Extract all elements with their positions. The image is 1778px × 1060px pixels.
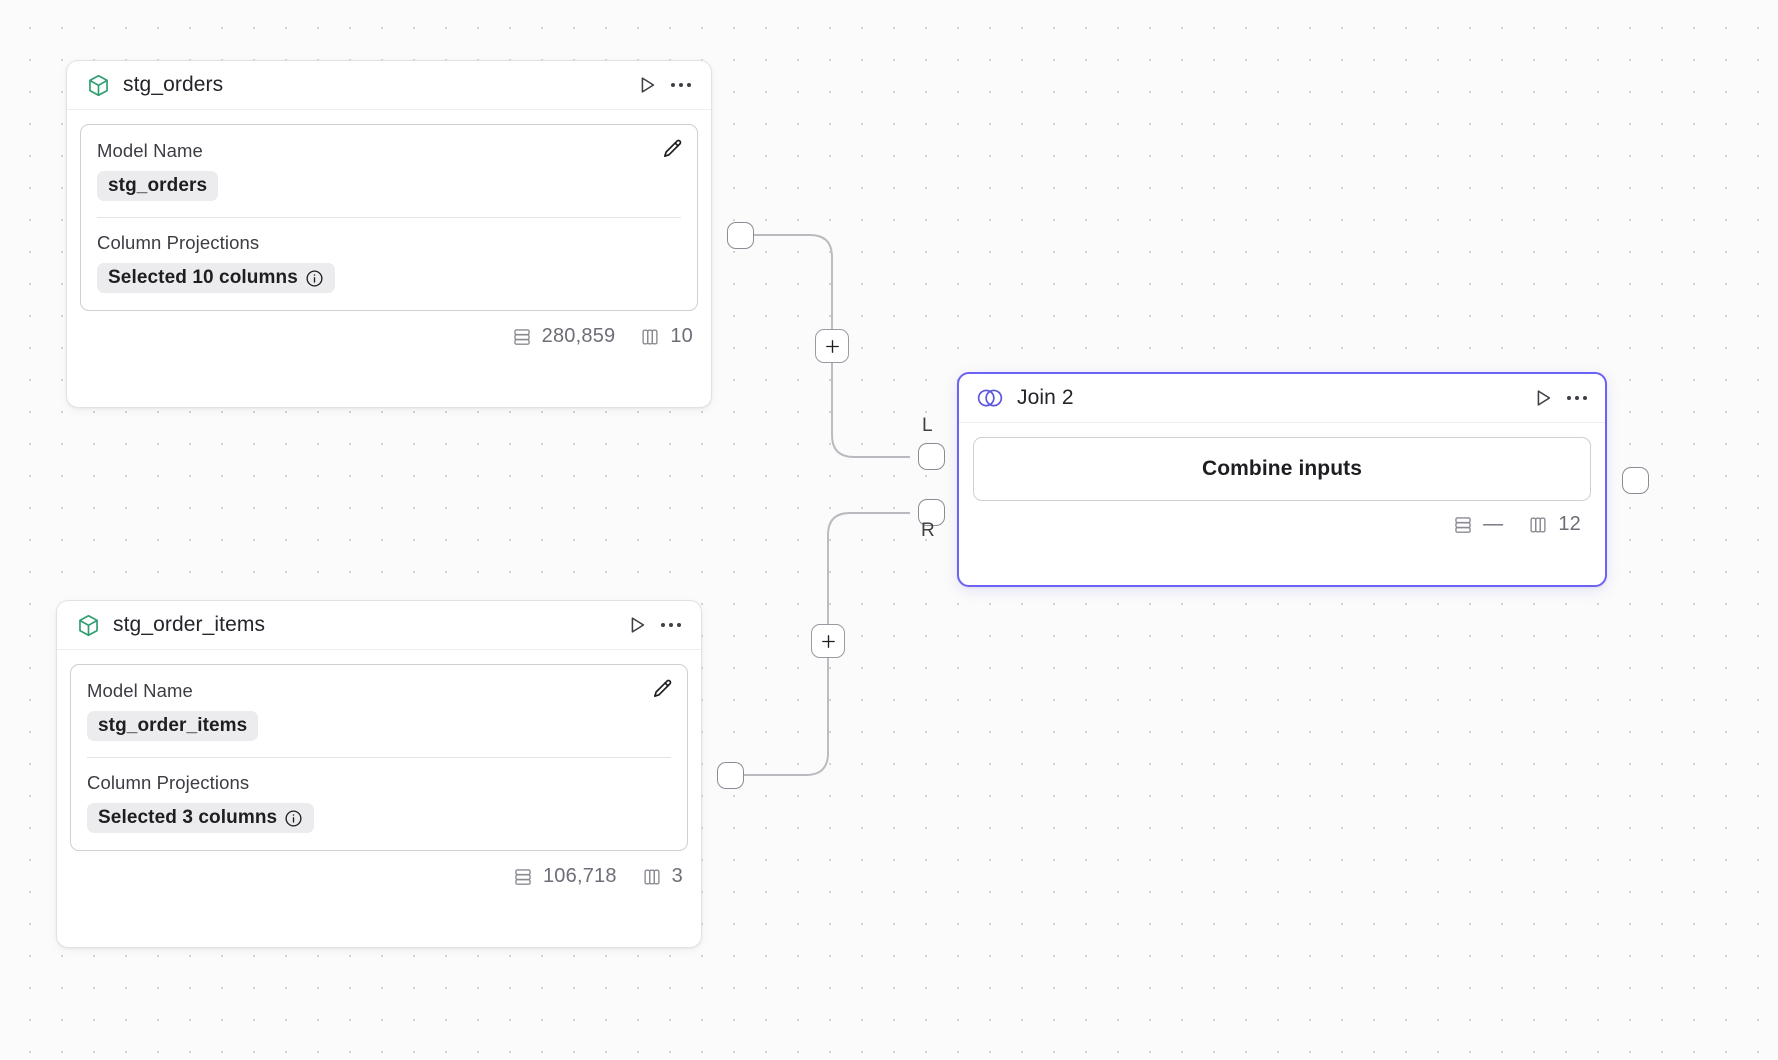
columns-value: 12 (1558, 513, 1581, 535)
column-projections-value: Selected 3 columns (98, 807, 278, 828)
edit-pencil-icon[interactable] (650, 677, 675, 707)
node-title: Join 2 (1017, 386, 1074, 409)
columns-icon (641, 866, 663, 888)
node-stg-order-items[interactable]: stg_order_items Model Name (56, 600, 702, 948)
node-header: stg_order_items (57, 601, 701, 650)
rows-value: 106,718 (542, 865, 617, 887)
panel-divider (97, 217, 681, 218)
node-body: Model Name stg_orders Column Projections… (67, 110, 711, 311)
right-input-port-label: R (921, 520, 936, 541)
run-icon[interactable] (633, 71, 661, 99)
node-stats: — 12 (959, 501, 1605, 536)
column-projections-value: Selected 10 columns (108, 267, 298, 288)
column-projections-label: Column Projections (87, 772, 250, 793)
node-stats: 106,718 3 (57, 851, 701, 902)
model-name-label: Model Name (87, 680, 193, 701)
columns-icon (639, 326, 661, 348)
columns-value: 10 (670, 325, 693, 347)
run-icon[interactable] (1529, 384, 1557, 412)
node-stats: 280,859 10 (67, 311, 711, 362)
model-name-chip[interactable]: stg_orders (97, 171, 219, 201)
rows-icon (1452, 514, 1474, 536)
cube-icon (75, 612, 101, 638)
model-config-panel: Model Name stg_orders Column Projections… (80, 124, 698, 311)
rows-value: — (1483, 513, 1504, 535)
input-port-join-right[interactable] (918, 499, 945, 526)
row-count-stat: 280,859 (511, 325, 616, 348)
node-title: stg_order_items (113, 613, 266, 636)
rows-icon (511, 326, 533, 348)
model-name-value: stg_orders (108, 175, 208, 196)
rows-icon (512, 866, 534, 888)
column-projections-label: Column Projections (97, 232, 260, 253)
model-name-value: stg_order_items (98, 715, 248, 736)
add-node-button-upper[interactable] (815, 329, 849, 363)
row-count-stat: — (1452, 513, 1503, 536)
left-input-port-label: L (922, 415, 933, 436)
join-venn-icon (975, 385, 1005, 411)
node-header: stg_orders (67, 61, 711, 110)
node-title: stg_orders (123, 73, 224, 96)
run-icon[interactable] (623, 611, 651, 639)
node-join-2[interactable]: Join 2 Combine inputs (957, 372, 1607, 587)
input-port-join-left[interactable] (918, 443, 945, 470)
edit-pencil-icon[interactable] (660, 137, 685, 167)
more-options-icon[interactable] (657, 611, 685, 639)
panel-divider (87, 757, 671, 758)
model-name-chip[interactable]: stg_order_items (87, 711, 259, 741)
info-icon[interactable] (284, 809, 303, 828)
cube-icon (85, 72, 111, 98)
node-body: Model Name stg_order_items Column Projec… (57, 650, 701, 851)
rows-value: 280,859 (541, 325, 616, 347)
column-count-stat: 10 (639, 325, 693, 348)
add-node-button-lower[interactable] (811, 624, 845, 658)
more-options-icon[interactable] (667, 71, 695, 99)
output-port-stg-orders[interactable] (727, 222, 754, 249)
column-count-stat: 3 (641, 865, 683, 888)
column-count-stat: 12 (1527, 513, 1581, 536)
output-port-join-2[interactable] (1622, 467, 1649, 494)
columns-icon (1527, 514, 1549, 536)
combine-inputs-button[interactable]: Combine inputs (973, 437, 1591, 501)
model-config-panel: Model Name stg_order_items Column Projec… (70, 664, 688, 851)
column-projections-chip[interactable]: Selected 3 columns (87, 803, 315, 833)
row-count-stat: 106,718 (512, 865, 617, 888)
columns-value: 3 (671, 865, 683, 887)
info-icon[interactable] (305, 269, 324, 288)
node-header: Join 2 (959, 374, 1605, 423)
output-port-stg-order-items[interactable] (717, 762, 744, 789)
column-projections-chip[interactable]: Selected 10 columns (97, 263, 335, 293)
model-name-label: Model Name (97, 140, 203, 161)
more-options-icon[interactable] (1563, 384, 1591, 412)
node-stg-orders[interactable]: stg_orders Model Name (66, 60, 712, 408)
combine-inputs-label: Combine inputs (1201, 457, 1363, 480)
